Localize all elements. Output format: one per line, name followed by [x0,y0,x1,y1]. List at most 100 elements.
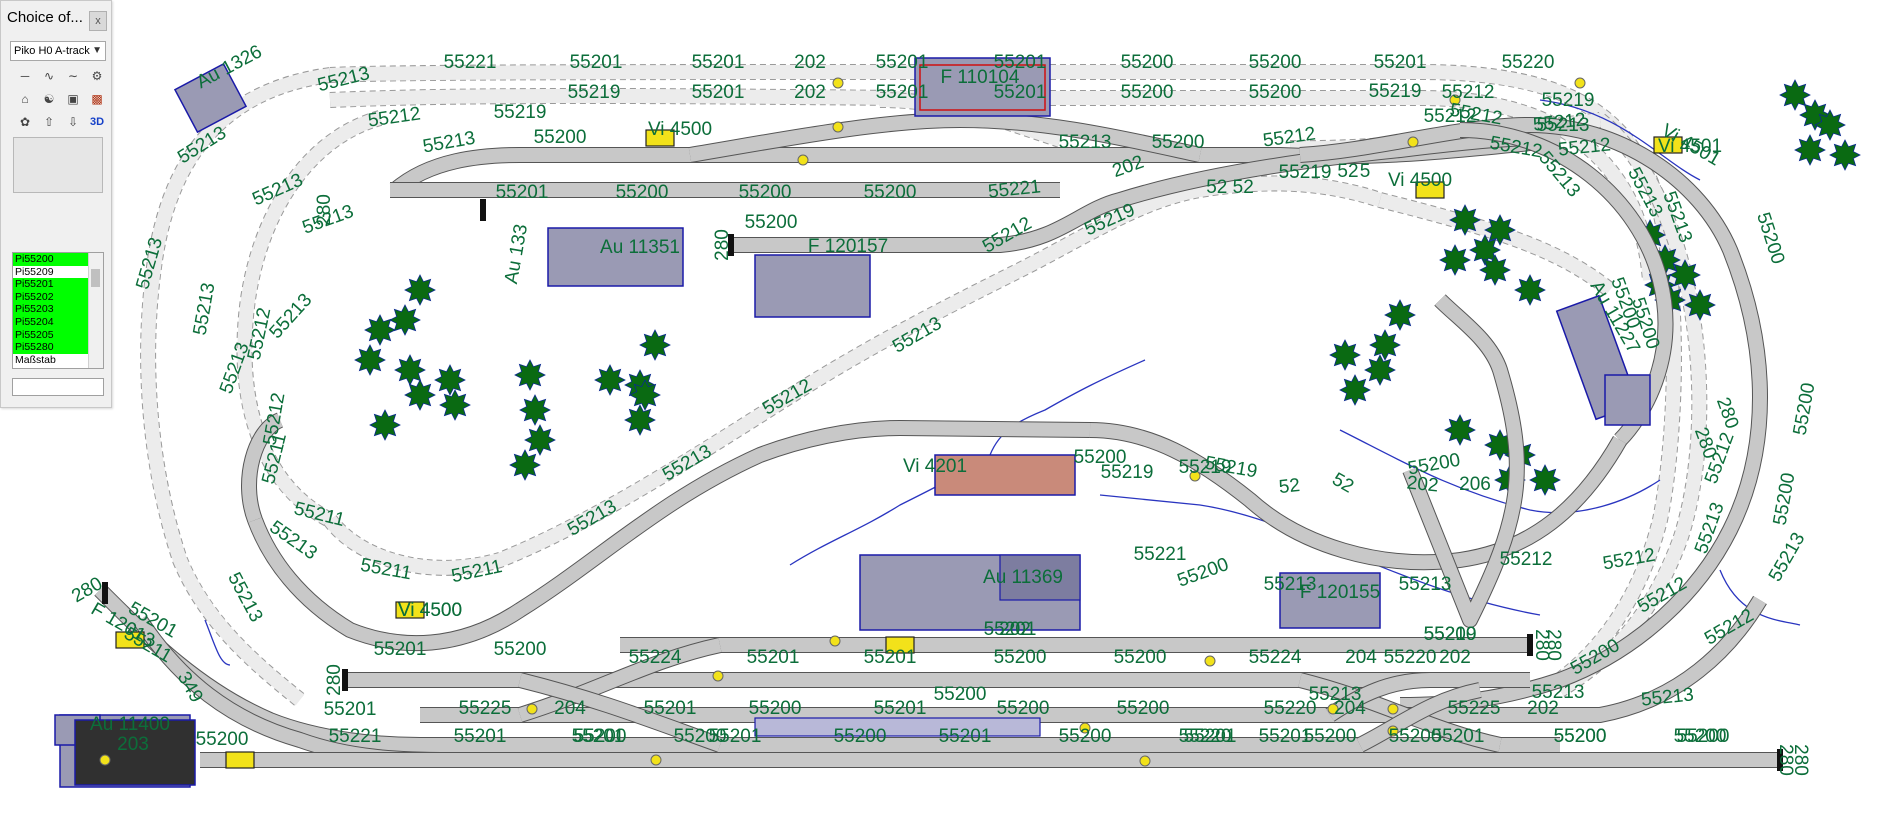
track-number-label: 55220 [1179,726,1232,747]
track-number-label: 55201 [994,52,1047,73]
tree-icon [1829,139,1861,171]
signal-icon [797,154,809,166]
part-list-item[interactable]: Pi55209 [15,265,54,278]
curve-track-tool-icon[interactable]: ∿ [43,69,55,83]
3d-view-tool-icon[interactable]: 3D [89,116,105,128]
tree-icon [1479,254,1511,286]
track [248,421,1091,651]
building-label: Au 11351 [600,237,680,258]
track-number-label: 55201 [324,699,377,720]
tree-icon [1529,464,1561,496]
track-number-label: 55200 [1770,471,1800,527]
track-number-label: 55200 [616,182,669,203]
vehicle-label: Vi 4500 [648,119,712,140]
station-building-tool-icon[interactable]: ⌂ [21,92,29,106]
turntable-tool-icon[interactable]: ⚙ [91,69,103,83]
track-number-label: 55200 [1074,447,1127,468]
signal-icon [650,754,662,766]
tree-icon [1444,414,1476,446]
track-number-label: 55200 [1249,52,1302,73]
track-number-label: 55201 [570,52,623,73]
tree-icon [404,379,436,411]
track-number-label: 55221 [444,52,497,73]
rail-vehicle [225,751,255,769]
building [754,254,871,318]
signal-icon [1387,703,1399,715]
signal-icon [1449,94,1461,106]
part-list-item[interactable]: Pi55204 [13,315,89,329]
track-number-label: 204 [554,698,586,719]
part-list-scrollbar[interactable] [88,253,103,368]
track-number-label: 52 [1328,469,1357,498]
signal-tool-icon[interactable]: ☯ [43,92,55,106]
track [1403,295,1524,627]
building [1279,572,1381,629]
signal-icon [1139,755,1151,767]
part-list-item[interactable]: Pi55203 [13,303,89,316]
part-preview [13,137,103,193]
tree-icon [389,304,421,336]
part-list-item[interactable]: Maßstab [15,353,56,366]
switch-label: 280 [1531,629,1552,661]
signal-icon [1079,722,1091,734]
track-number-label: 55225 [1448,698,1501,719]
tree-tool-icon[interactable]: ✿ [19,115,31,129]
terrain-up-tool-icon[interactable]: ⇧ [43,115,55,129]
part-list-item[interactable]: Pi55205 [13,328,89,342]
track-number-label: 204 [1345,647,1377,668]
hidden-track [237,111,382,527]
part-list-item[interactable]: Pi55201 [13,278,89,291]
buffer-stop [102,582,108,604]
building [914,57,1051,117]
track-number-label: 52 [1278,475,1301,498]
track [1356,683,1482,752]
close-panel-button[interactable]: x [89,11,107,31]
part-list-item[interactable]: Pi55280 [13,341,89,354]
track-number-label: 55220 [1502,52,1555,73]
visible-tracks [94,112,1783,771]
platform-tool-icon[interactable]: ▣ [67,92,79,106]
track-number-label: 55200 [1249,82,1302,103]
track-number-label: 55213 [132,235,167,292]
tree-icon [1339,374,1371,406]
flex-track-tool-icon[interactable]: ∼ [67,69,79,83]
track-number-label: 55201 [876,52,929,73]
track-number-label: 55201 [1259,726,1312,747]
track-number-label: 55220 [1264,698,1317,719]
straight-track-tool-icon[interactable]: ─ [20,69,30,83]
track-number-label: 55212 [367,103,422,131]
tree-icon [1814,109,1846,141]
buffer-stop [728,234,734,256]
part-list-item[interactable]: Pi55200 [13,253,89,266]
track-number-label: 55200 [934,684,987,705]
track-number-label: 55213 [1059,132,1112,153]
track-number-label: 55212 [1442,82,1495,103]
track-number-label: 55201 [874,698,927,719]
hidden-track [324,176,1383,575]
track-number-label: 55219 [494,102,547,123]
switch-label: 206 [1459,474,1491,495]
track-number-label: 55213 [1765,529,1810,585]
track-number-label: 55200 [196,729,249,750]
track-number-label: 202 [1406,472,1440,496]
track-number-label: 202 [794,82,826,103]
catalog-dropdown[interactable]: Piko H0 A-track ▼ [10,41,106,61]
tree-icon [1449,204,1481,236]
part-list-item[interactable]: Pi55202 [13,290,89,304]
switch-label: 202 [1439,647,1471,668]
track-number-label: 55200 [1554,726,1607,747]
wire [1539,99,1701,181]
tree-icon [364,314,396,346]
track-number-label: 55200 [1117,698,1170,719]
buffer-stop [1527,634,1533,656]
roof-tool-icon[interactable]: ▩ [91,92,103,106]
terrain-down-tool-icon[interactable]: ⇩ [67,115,79,129]
tree-icon [1484,214,1516,246]
track-number-label: 55213 [1640,684,1695,710]
scrollbar-thumb[interactable] [91,269,100,287]
part-search-input[interactable] [12,378,104,396]
track-number-label: 55200 [1389,726,1442,747]
